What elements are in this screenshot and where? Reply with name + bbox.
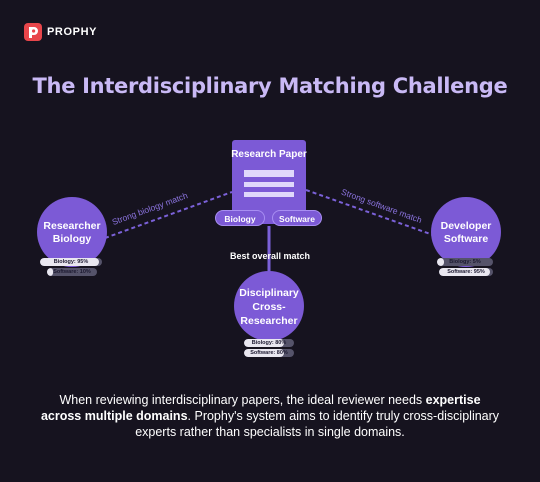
biology-node-line1: Researcher — [43, 220, 101, 232]
bar-fill — [437, 258, 444, 266]
biology-researcher-node — [37, 197, 107, 267]
bar-fill — [244, 339, 284, 347]
cross-node-line3: Researcher — [240, 315, 298, 327]
best-match-label: Best overall match — [229, 251, 311, 261]
cross-node-label: Disciplinary Cross- Researcher — [229, 286, 309, 328]
bar-text: Biology: 95% — [53, 259, 89, 265]
bar-text: Biology: 80% — [251, 340, 287, 346]
software-connector-line — [305, 189, 437, 237]
brand-logo[interactable]: PROPHY — [24, 23, 97, 41]
paper-title: Research Paper — [231, 149, 307, 160]
cross-researcher-node — [234, 271, 304, 341]
caption-emphasis: expertise across multiple domains — [40, 393, 481, 423]
caption-text: When reviewing interdisciplinary papers,… — [40, 392, 500, 440]
bar-text: Biology: 5% — [449, 259, 481, 265]
bar-text: Software: 95% — [447, 269, 485, 275]
bar-text: Software: 80% — [250, 350, 288, 356]
software-developer-biology-bar: Biology: 5% — [437, 258, 493, 266]
biology-node-line2: Biology — [52, 233, 92, 245]
page-title: The Interdisciplinary Matching Challenge — [32, 74, 508, 98]
cross-node-line1: Disciplinary — [239, 287, 299, 299]
software-developer-node — [431, 197, 501, 267]
brand-name: PROPHY — [47, 26, 98, 38]
prophy-logo-icon — [24, 23, 42, 41]
software-node-line1: Developer — [440, 220, 492, 232]
biology-researcher-biology-bar: Biology: 95% — [40, 258, 102, 266]
software-developer-software-bar: Software: 95% — [439, 268, 493, 276]
biology-researcher-software-bar: Software: 10% — [47, 268, 97, 276]
paper-line-2 — [244, 182, 294, 187]
biology-tag: Biology — [215, 210, 265, 226]
bar-fill — [47, 268, 53, 276]
software-node-line2: Software — [443, 233, 489, 245]
software-tag: Software — [272, 210, 322, 226]
bar-text: Software: 10% — [53, 269, 91, 275]
biology-connector-line — [104, 191, 233, 239]
caption-part1: When reviewing interdisciplinary papers,… — [59, 393, 426, 407]
cross-researcher-biology-bar: Biology: 80% — [244, 339, 294, 347]
caption-part2: . Prophy's system aims to identify truly… — [135, 409, 500, 439]
bar-fill — [244, 349, 284, 357]
cross-node-line2: Cross- — [252, 301, 286, 313]
cross-researcher-software-bar: Software: 80% — [244, 349, 294, 357]
paper-line-1 — [244, 170, 294, 177]
software-node-label: Developer Software — [431, 220, 501, 246]
bar-fill — [40, 258, 99, 266]
paper-line-3 — [244, 192, 294, 197]
bar-fill — [439, 268, 491, 276]
biology-node-label: Researcher Biology — [37, 220, 107, 246]
